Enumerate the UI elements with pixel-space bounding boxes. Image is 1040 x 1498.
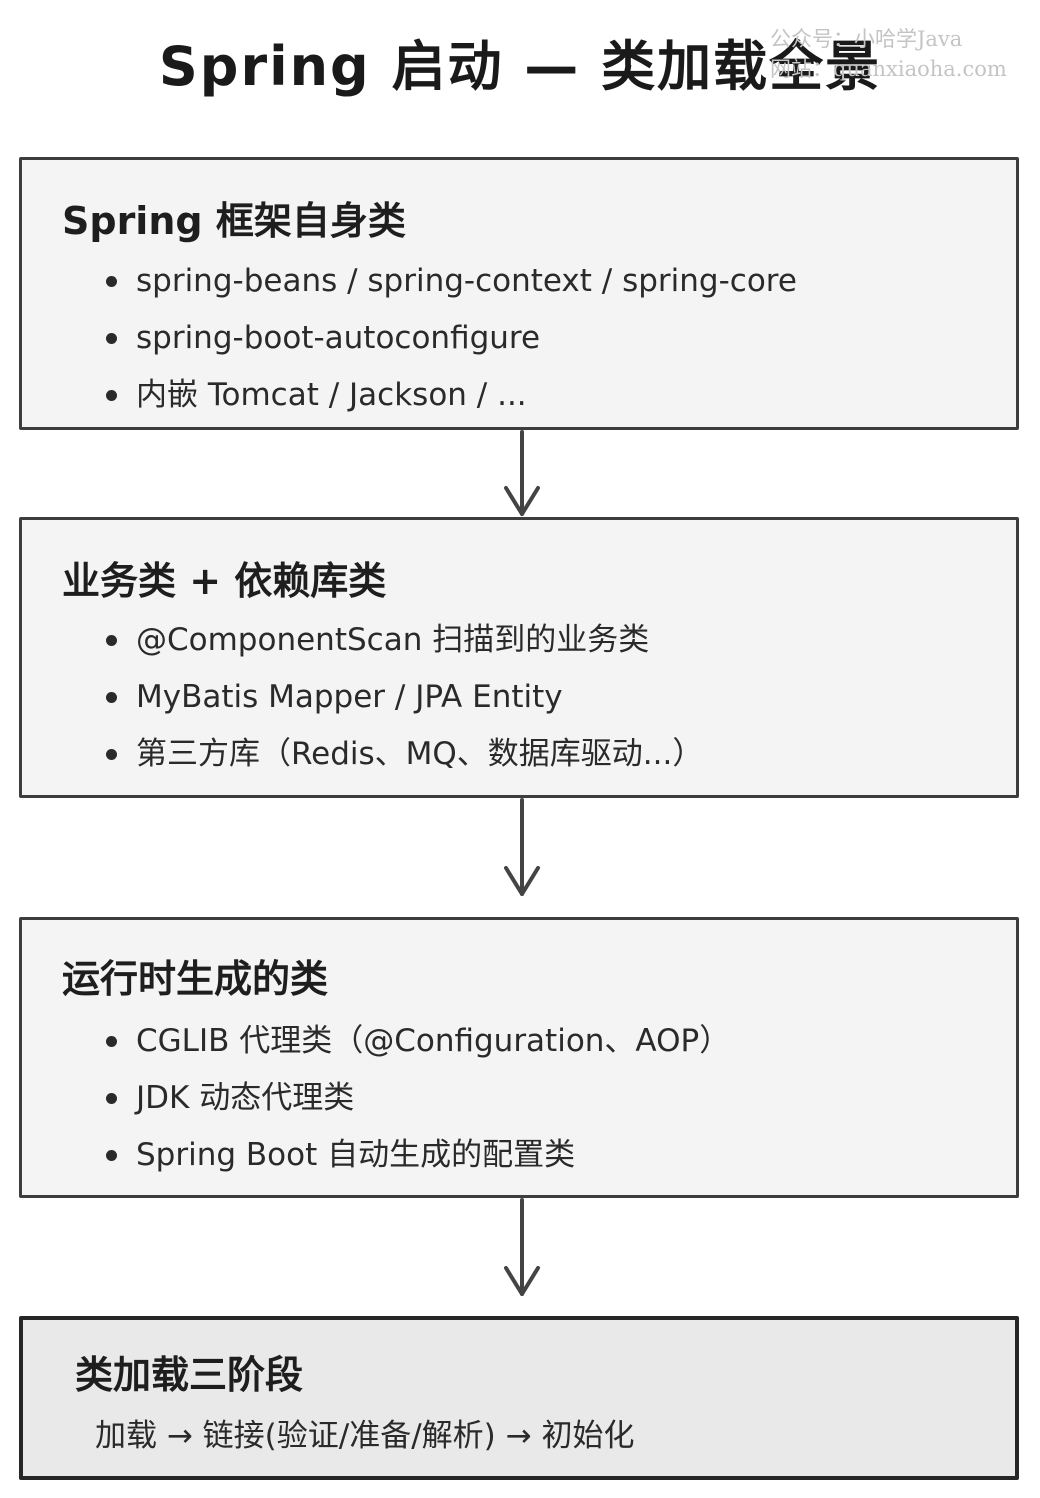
list-item: 第三方库（Redis、MQ、数据库驱动...） bbox=[104, 726, 703, 783]
bullet-icon bbox=[106, 749, 117, 760]
item-text: 内嵌 Tomcat / Jackson / ... bbox=[136, 377, 527, 413]
bullet-icon bbox=[106, 1093, 117, 1104]
list-item: Spring Boot 自动生成的配置类 bbox=[104, 1127, 730, 1184]
bullet-icon bbox=[106, 1150, 117, 1161]
bullet-icon bbox=[106, 333, 117, 344]
watermark-line-2: 网站：quanxiaoha.com bbox=[770, 57, 1007, 81]
arrow-down-icon bbox=[504, 798, 540, 896]
watermark: 公众号：小哈学Java 网站：quanxiaoha.com bbox=[770, 24, 1007, 84]
bullet-icon bbox=[106, 692, 117, 703]
item-text: CGLIB 代理类（@Configuration、AOP） bbox=[136, 1023, 731, 1059]
item-text: 第三方库（Redis、MQ、数据库驱动...） bbox=[136, 736, 704, 772]
bullet-icon bbox=[106, 276, 117, 287]
bullet-icon bbox=[106, 390, 117, 401]
box-runtime-generated-classes: 运行时生成的类 CGLIB 代理类（@Configuration、AOP） JD… bbox=[19, 917, 1019, 1198]
item-text: Spring Boot 自动生成的配置类 bbox=[136, 1137, 576, 1173]
item-list: CGLIB 代理类（@Configuration、AOP） JDK 动态代理类 … bbox=[104, 1013, 730, 1184]
item-list: spring-beans / spring-context / spring-c… bbox=[104, 253, 797, 424]
arrow-down-icon bbox=[504, 1198, 540, 1296]
bullet-icon bbox=[106, 635, 117, 646]
arrow-down-icon bbox=[504, 430, 540, 516]
box-spring-framework-classes: Spring 框架自身类 spring-beans / spring-conte… bbox=[19, 157, 1019, 430]
list-item: JDK 动态代理类 bbox=[104, 1070, 730, 1127]
item-text: @ComponentScan 扫描到的业务类 bbox=[136, 622, 650, 658]
item-text: MyBatis Mapper / JPA Entity bbox=[136, 679, 563, 715]
diagram-title: Spring 启动 — 类加载全景 bbox=[158, 35, 882, 98]
box-title: 类加载三阶段 bbox=[75, 1353, 304, 1397]
box-class-loading-phases: 类加载三阶段 加载 → 链接(验证/准备/解析) → 初始化 bbox=[19, 1316, 1019, 1480]
item-text: spring-boot-autoconfigure bbox=[136, 320, 541, 356]
class-loading-flow: 加载 → 链接(验证/准备/解析) → 初始化 bbox=[95, 1418, 635, 1454]
bullet-icon bbox=[106, 1036, 117, 1047]
list-item: spring-beans / spring-context / spring-c… bbox=[104, 253, 797, 310]
box-business-and-dependency-classes: 业务类 + 依赖库类 @ComponentScan 扫描到的业务类 MyBati… bbox=[19, 517, 1019, 798]
item-list: @ComponentScan 扫描到的业务类 MyBatis Mapper / … bbox=[104, 612, 703, 783]
watermark-line-1: 公众号：小哈学Java bbox=[770, 27, 963, 51]
item-text: spring-beans / spring-context / spring-c… bbox=[136, 263, 797, 299]
list-item: CGLIB 代理类（@Configuration、AOP） bbox=[104, 1013, 730, 1070]
box-title: Spring 框架自身类 bbox=[62, 199, 406, 243]
list-item: @ComponentScan 扫描到的业务类 bbox=[104, 612, 703, 669]
item-text: JDK 动态代理类 bbox=[136, 1080, 355, 1116]
list-item: spring-boot-autoconfigure bbox=[104, 310, 797, 367]
list-item: 内嵌 Tomcat / Jackson / ... bbox=[104, 367, 797, 424]
box-title: 运行时生成的类 bbox=[62, 957, 329, 1001]
list-item: MyBatis Mapper / JPA Entity bbox=[104, 669, 703, 726]
box-title: 业务类 + 依赖库类 bbox=[62, 559, 387, 603]
